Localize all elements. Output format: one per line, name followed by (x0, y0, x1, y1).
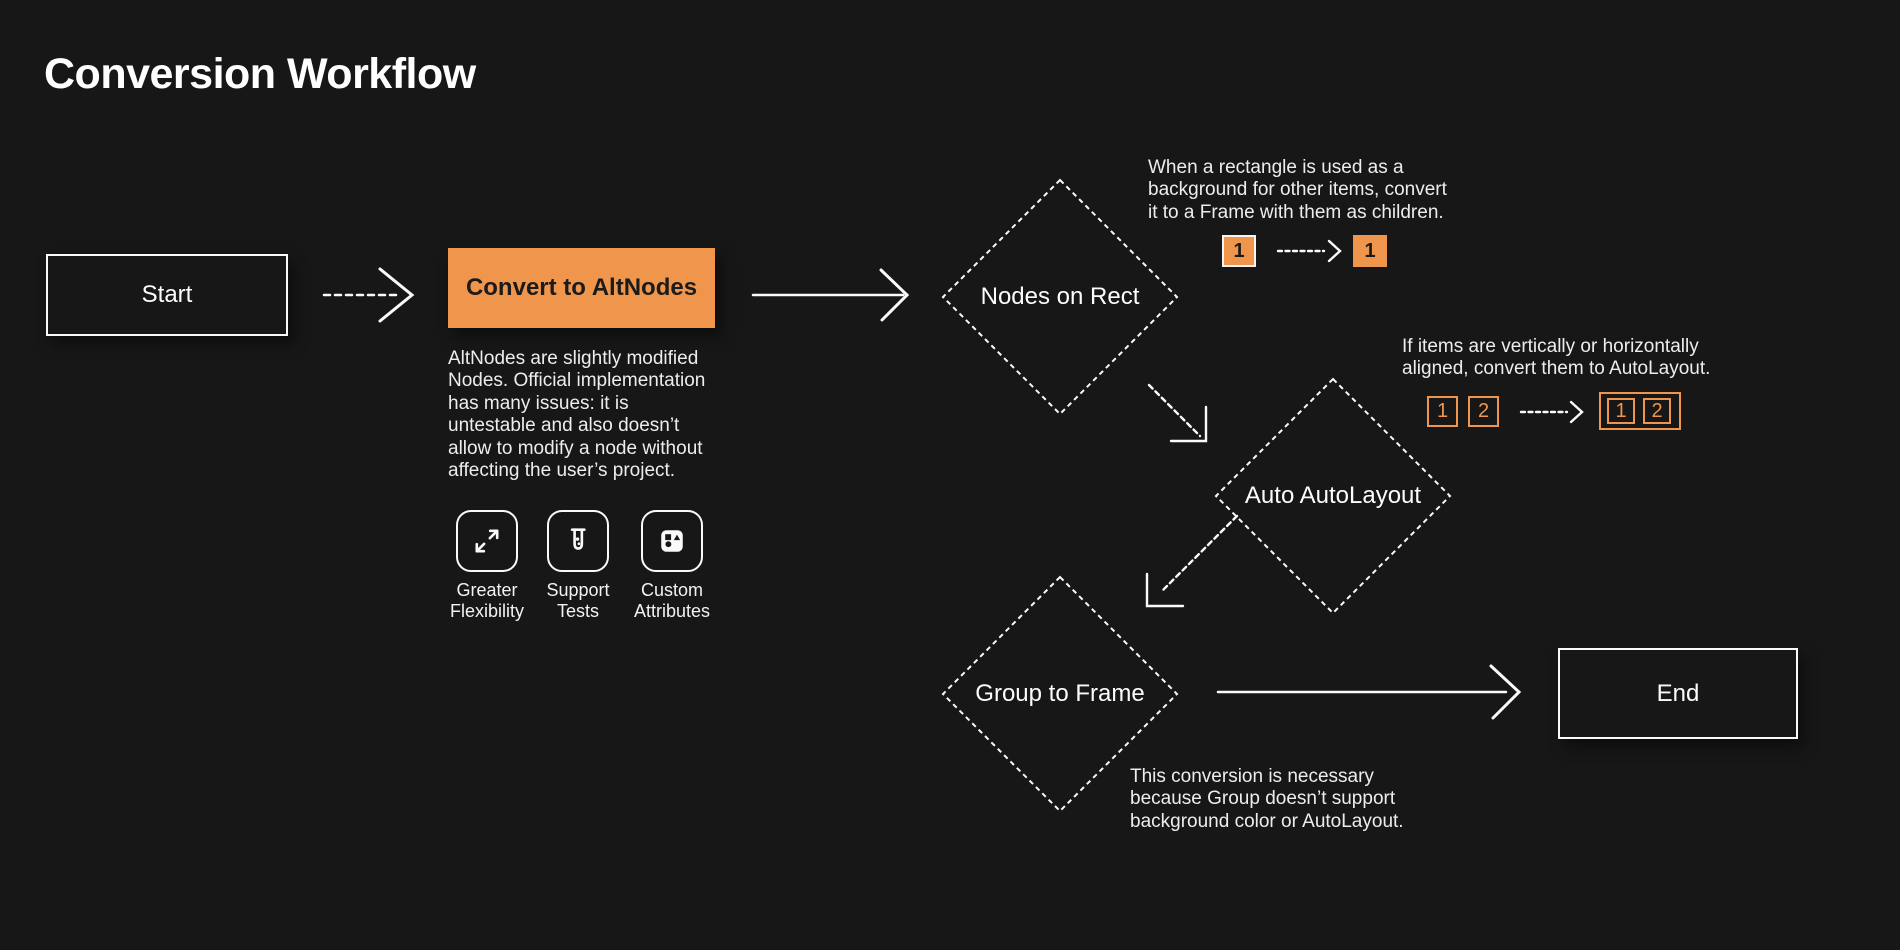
node-nodes-on-rect-label: Nodes on Rect (980, 283, 1140, 310)
page-title: Conversion Workflow (44, 50, 476, 98)
arrow-demo-rect-to-frame (1276, 239, 1342, 263)
demo-frame-after-label: 1 (1364, 239, 1376, 262)
demo-item-label: 2 (1477, 400, 1490, 422)
demo-item-1-before: 1 (1427, 396, 1458, 427)
demo-item-2-before: 2 (1468, 396, 1499, 427)
feature-support-tests: Support Tests (523, 510, 633, 622)
arrow-nodes-on-rect-to-auto-autolayout (1147, 383, 1208, 443)
demo-autolayout-frame (1599, 392, 1681, 430)
node-start[interactable]: Start (46, 254, 288, 336)
diamond-group-to-frame-shape[interactable] (941, 575, 1179, 813)
demo-rect-before-label: 1 (1233, 239, 1245, 262)
feature-label: Custom Attributes (633, 580, 711, 621)
feature-custom-attributes: Custom Attributes (617, 510, 727, 622)
altnodes-description: AltNodes are slightly modified Nodes. Of… (448, 348, 706, 482)
demo-item-label: 2 (1651, 399, 1663, 422)
annotation-auto-autolayout: If items are vertically or horizontally … (1402, 336, 1711, 380)
node-convert-to-altnodes[interactable]: Convert to AltNodes (448, 248, 715, 328)
node-start-label: Start (141, 281, 193, 308)
node-convert-to-altnodes-label: Convert to AltNodes (465, 274, 698, 301)
expand-arrows-icon (456, 510, 518, 572)
demo-item-1-after: 1 (1607, 398, 1635, 424)
diamond-nodes-on-rect-shape[interactable] (941, 178, 1179, 416)
node-auto-autolayout-label: Auto AutoLayout (1244, 482, 1422, 509)
demo-item-label: 1 (1436, 400, 1449, 422)
arrow-auto-autolayout-to-group-to-frame (1145, 514, 1239, 608)
node-end-label: End (1656, 679, 1700, 707)
feature-label: Greater Flexibility (449, 580, 524, 621)
demo-rect-before: 1 (1222, 235, 1256, 267)
arrow-group-to-frame-to-end (1216, 664, 1522, 720)
demo-frame-after: 1 (1353, 235, 1387, 267)
feature-label: Support Tests (546, 580, 610, 621)
demo-item-2-after: 2 (1643, 398, 1671, 424)
demo-item-label: 1 (1615, 399, 1627, 422)
annotation-group-to-frame: This conversion is necessary because Gro… (1130, 766, 1404, 832)
feature-greater-flexibility: Greater Flexibility (432, 510, 542, 622)
arrow-convert-to-nodes-on-rect (751, 268, 910, 322)
node-group-to-frame-label: Group to Frame (975, 680, 1145, 707)
test-tube-icon (547, 510, 609, 572)
arrow-start-to-convert (322, 267, 415, 323)
diamond-auto-autolayout-shape[interactable] (1214, 377, 1452, 615)
annotation-nodes-on-rect: When a rectangle is used as a background… (1148, 157, 1447, 223)
node-end[interactable]: End (1558, 648, 1798, 739)
arrow-demo-items-to-autolayout (1519, 400, 1584, 424)
shapes-icon (641, 510, 703, 572)
